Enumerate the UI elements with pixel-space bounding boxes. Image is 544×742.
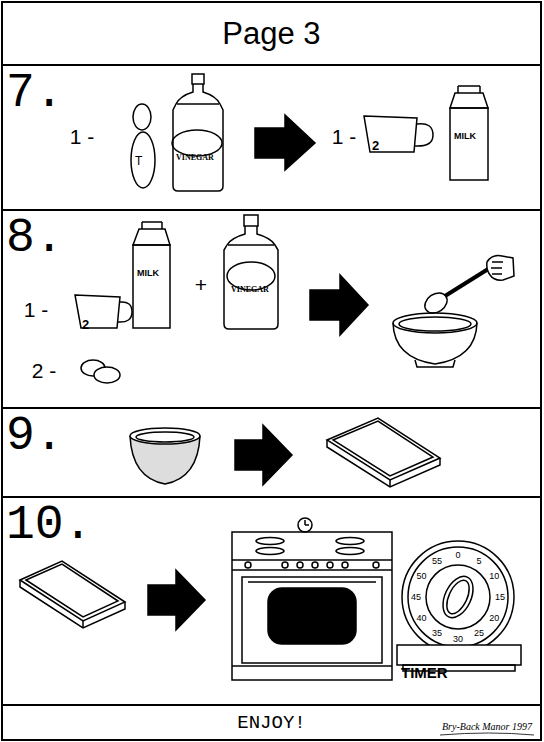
dial-number: 40 [417,613,427,623]
step-number: 7. [6,67,64,119]
quantity-label: 2 - [32,359,57,383]
dial-number: 25 [474,628,484,638]
plus-sign: + [195,273,207,297]
dial-number: 55 [432,556,442,566]
carton-text: MILK [454,110,476,162]
carton-text: MILK [137,247,159,299]
quantity-label: 1 - [24,298,49,322]
cup-amount: 2 [372,120,379,172]
milk-carton: MILK [450,108,488,180]
bottle-text: VINEGAR [231,264,269,316]
dial-number: 5 [476,556,481,566]
quantity-label: 1 - [70,125,95,149]
title-band: Page 3 [2,2,541,65]
dial-number: 15 [495,592,505,602]
bottle-text: VINEGAR [176,132,214,184]
dial-number: 30 [453,634,463,644]
dial-number: 35 [432,628,442,638]
milk-carton: MILK [133,245,170,328]
spoon-mark: T [135,135,142,187]
measuring-cup: 2 [368,118,416,152]
timer-text: TIMER [401,647,448,699]
step-band: 10. TIMER [2,497,541,705]
cup-amount: 2 [82,299,89,351]
footer-caption: ENJOY! [237,712,305,734]
page-title: Page 3 [222,16,320,52]
spoon-shape: T [131,133,155,187]
step-band: 8. 2 MILK VINEGAR [2,210,541,408]
dial-number: 45 [411,592,421,602]
dial-number: 50 [417,571,427,581]
step-band: 9. [2,408,541,497]
credit-note: Bry-Back Manor 1997 [442,721,532,732]
step-number: 8. [6,212,64,264]
timer-base: TIMER [397,645,521,665]
step-number: 10. [6,499,92,551]
bottle-label: VINEGAR [172,130,222,156]
dial-number: 10 [489,571,499,581]
step-number: 9. [6,410,64,462]
dial-number: 20 [489,613,499,623]
bottle-label: VINEGAR [227,262,275,290]
dial-number: 0 [455,550,460,560]
measuring-cup: 2 [78,297,119,328]
quantity-label: 1 - [332,125,357,149]
